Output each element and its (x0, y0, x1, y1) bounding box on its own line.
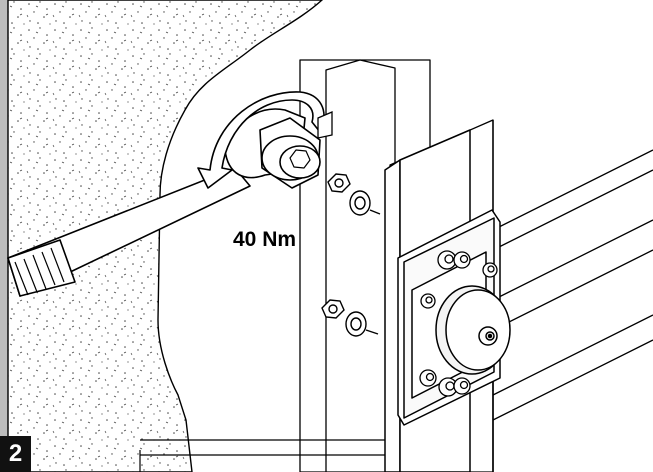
lower-fastener (321, 299, 379, 337)
left-rule (0, 0, 8, 472)
mount-bolts (419, 250, 498, 397)
upper-fastener (327, 173, 381, 216)
motor-icon (435, 285, 511, 375)
bracket (317, 111, 333, 139)
step-number-badge: 2 (0, 436, 31, 472)
torque-wrench-icon (7, 108, 321, 297)
torque-value-label: 40 Nm (233, 228, 297, 251)
rotation-arrow-icon (197, 91, 325, 189)
wall-surface (7, 0, 324, 472)
